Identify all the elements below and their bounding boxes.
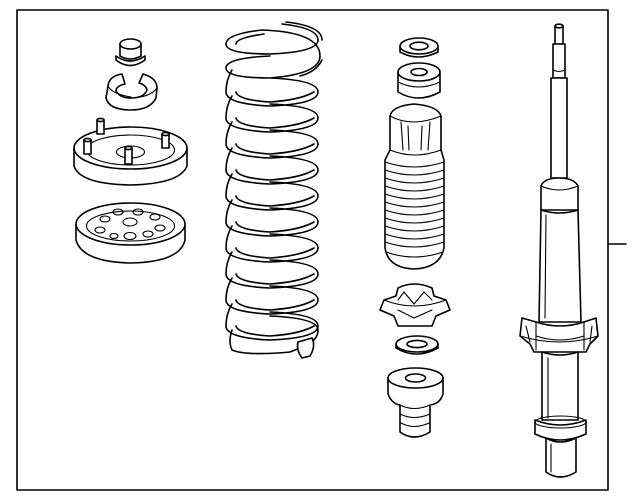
upper-strut-mount — [73, 117, 188, 186]
shock-absorber-strut — [519, 23, 599, 478]
mount-insulator — [75, 202, 186, 264]
diagram-frame — [16, 9, 609, 491]
dust-boot — [384, 103, 445, 270]
washer — [399, 37, 439, 58]
coil-spring — [225, 21, 323, 359]
spacer-ring — [395, 335, 439, 355]
upper-bushing — [397, 62, 441, 99]
bump-stop-cap — [115, 38, 146, 67]
bump-stop — [387, 367, 444, 438]
boot-bracket — [379, 283, 451, 327]
spring-seat-clip — [105, 73, 158, 111]
